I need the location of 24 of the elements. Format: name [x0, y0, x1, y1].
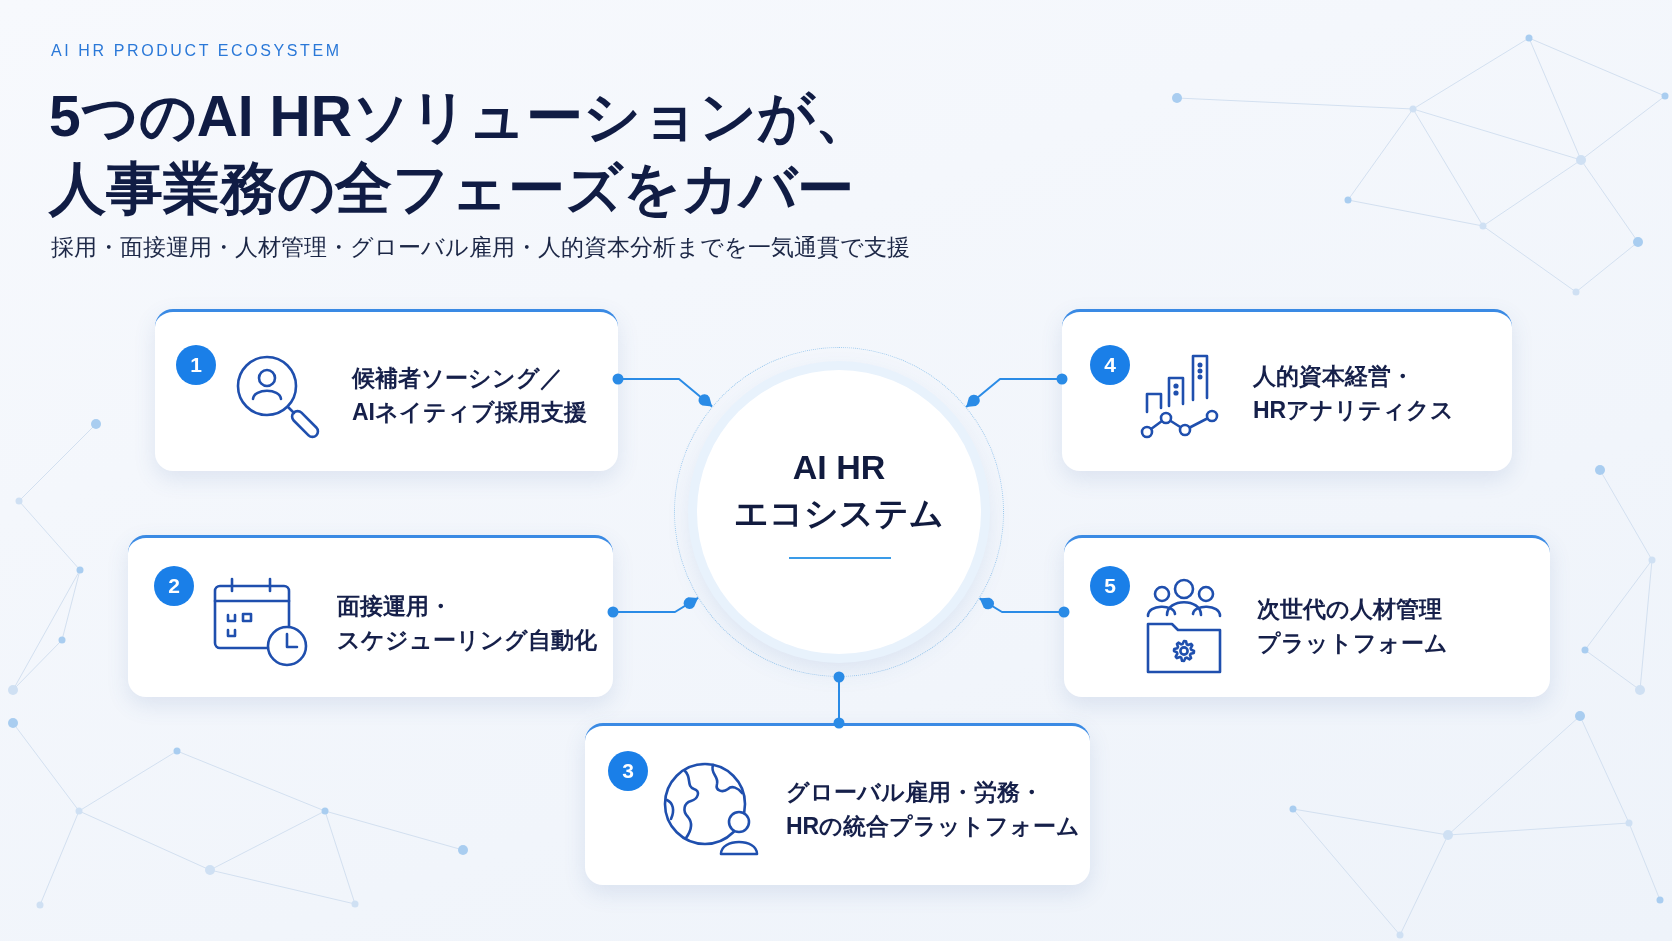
- number-badge: 2: [154, 566, 194, 606]
- connector-line: [607, 596, 700, 618]
- service-card: [1064, 535, 1550, 697]
- number-badge: 4: [1090, 345, 1130, 385]
- card-label: 候補者ソーシング／AIネイティブ採用支援: [352, 364, 587, 427]
- card-label: 面接運用・スケジューリング自動化: [337, 592, 597, 655]
- page-title: 5つのAI HRソリューションが、人事業務の全フェーズをカバー: [49, 83, 872, 222]
- connector-line: [965, 373, 1068, 408]
- connector-line: [978, 597, 1070, 618]
- number-badge: 5: [1090, 566, 1130, 606]
- service-card: [585, 723, 1090, 885]
- subtitle: 採用・面接運用・人材管理・グローバル雇用・人的資本分析までを一気通貫で支援: [51, 234, 910, 262]
- connector-line: [612, 373, 714, 408]
- service-card: [1062, 309, 1512, 471]
- card-label: グローバル雇用・労務・HRの統合プラットフォーム: [786, 778, 1081, 841]
- hub-title: AI HRエコシステム: [734, 447, 944, 534]
- number-badge: 3: [608, 751, 648, 791]
- section-kicker: AI HR PRODUCT ECOSYSTEM: [51, 41, 342, 61]
- service-card: [155, 309, 618, 471]
- card-label: 次世代の人材管理プラットフォーム: [1257, 595, 1448, 658]
- number-badge: 1: [176, 345, 216, 385]
- card-label: 人的資本経営・HRアナリティクス: [1253, 362, 1455, 425]
- connector-line: [833, 671, 845, 729]
- service-card: [128, 535, 613, 697]
